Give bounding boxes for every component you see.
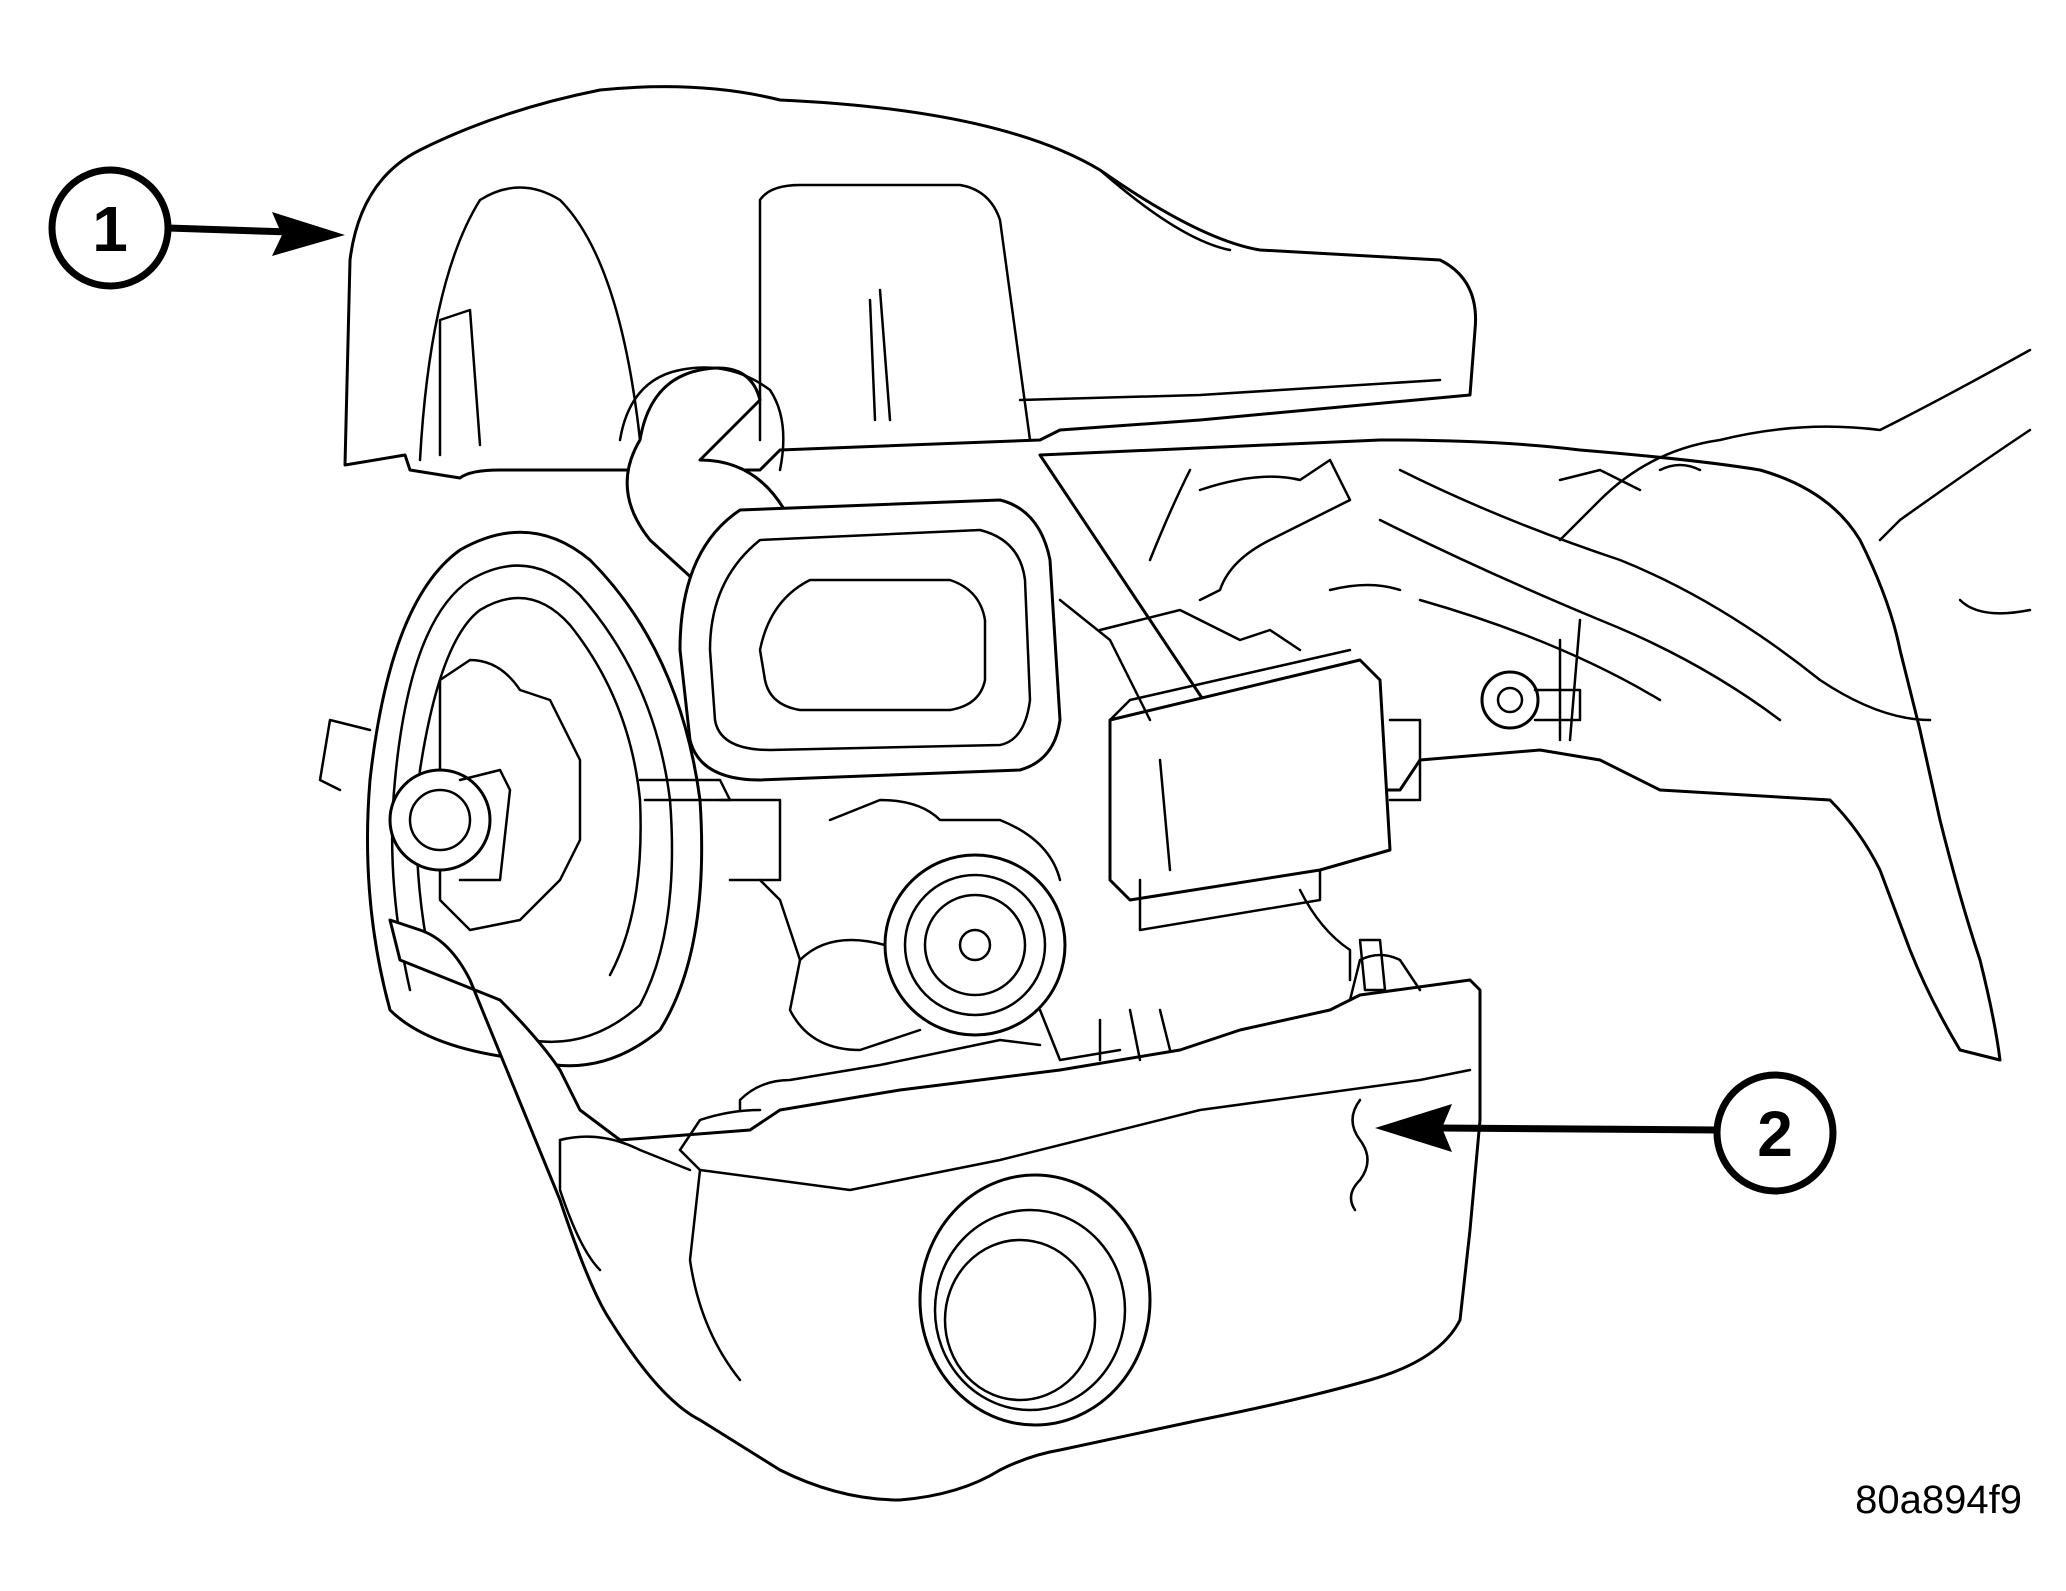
steering-column-body	[1038, 348, 2032, 1062]
switch-assembly	[718, 598, 1422, 1062]
callout-2-label: 2	[1757, 1098, 1793, 1170]
callout-1-label: 1	[92, 193, 128, 265]
upper-shroud	[343, 85, 1478, 480]
callout-2-leader	[1439, 1124, 1718, 1134]
figure-id: 80a894f9	[1855, 1478, 2022, 1522]
callout-1-leader	[167, 224, 291, 236]
callout-1: 1	[48, 166, 345, 290]
clockspring	[318, 530, 732, 1068]
callout-1-arrowhead	[272, 212, 345, 256]
callout-2: 2	[1375, 1071, 1837, 1195]
lower-shroud	[388, 918, 1482, 1502]
callout-2-arrowhead	[1375, 1104, 1452, 1152]
multifunction-switch-lever	[618, 366, 1062, 782]
